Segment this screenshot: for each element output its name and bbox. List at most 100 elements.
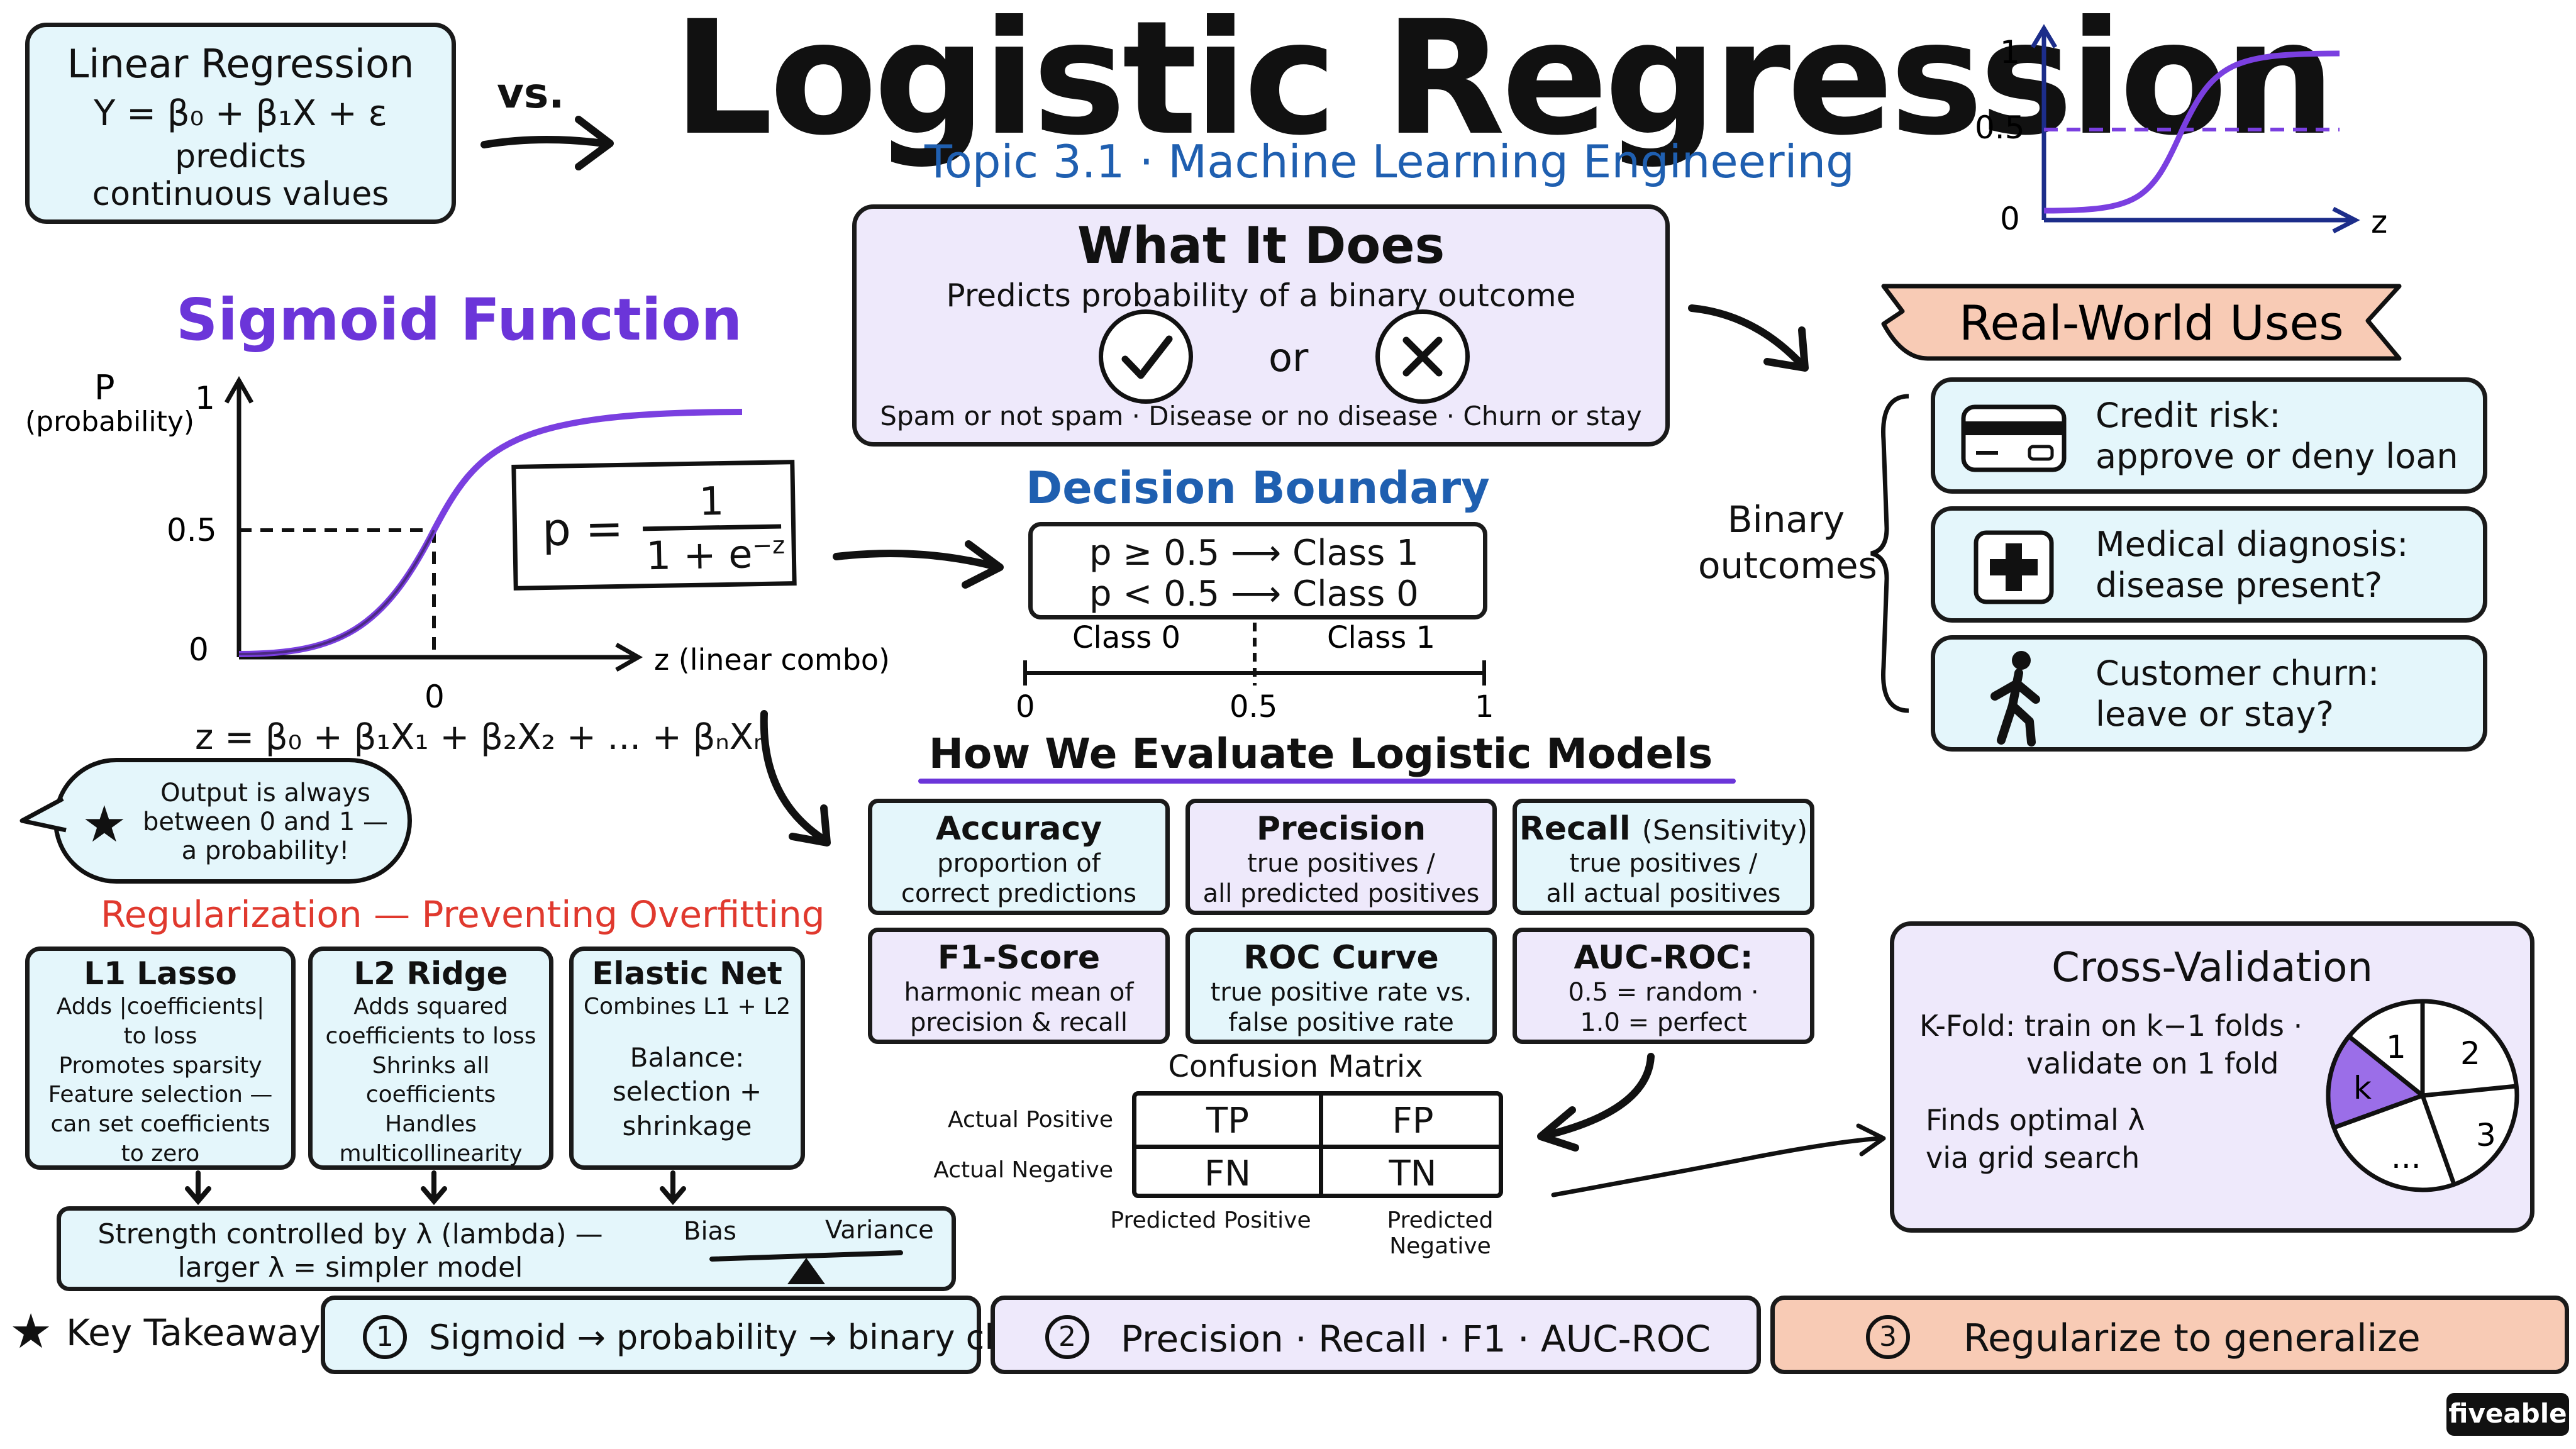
metric-auc-title: AUC-ROC: (1574, 939, 1753, 977)
metric-auc-line2: 1.0 = perfect (1580, 1008, 1747, 1037)
sigmoid-y-tick-0: 0 (189, 631, 209, 668)
reg-l1-line4: Feature selection — (48, 1082, 273, 1108)
mini-y-top: 1 (2000, 34, 2020, 70)
cross-icon (1375, 309, 1470, 404)
use-medical-line2: disease present? (2096, 565, 2383, 605)
evaluate-underline (918, 779, 1736, 784)
sigmoid-title: Sigmoid Function (176, 286, 743, 353)
metric-recall: Recall (Sensitivity) true positives / al… (1513, 799, 1814, 915)
use-churn-line2: leave or stay? (2096, 694, 2334, 734)
bias-label: Bias (684, 1217, 736, 1246)
z-equation: z = β₀ + β₁X₁ + β₂X₂ + ... + βₙXₙ (195, 717, 768, 758)
metric-auc: AUC-ROC: 0.5 = random · 1.0 = perfect (1513, 928, 1814, 1044)
metric-accuracy-line2: correct predictions (901, 879, 1137, 908)
use-credit-risk: Credit risk: approve or deny loan (1931, 377, 2487, 494)
reg-l1-line6: to zero (121, 1140, 200, 1167)
evaluate-title: How We Evaluate Logistic Models (928, 730, 1713, 778)
takeaway-2: 2 Precision · Recall · F1 · AUC-ROC (991, 1296, 1761, 1374)
reg-elastic-net: Elastic Net Combines L1 + L2 Balance: se… (569, 947, 805, 1170)
metric-f1-line1: harmonic mean of (904, 977, 1134, 1007)
reg-l1-title: L1 Lasso (84, 955, 237, 992)
formula-p: p = (541, 501, 624, 557)
metric-accuracy-title: Accuracy (935, 810, 1102, 848)
binary-label-2: outcomes (1698, 543, 1877, 587)
binary-label-1: Binary (1727, 498, 1845, 541)
bubble-tail (19, 796, 67, 833)
key-takeaways-label: Key Takeaways (66, 1311, 340, 1354)
medical-cross-icon (1974, 530, 2054, 604)
metric-precision-title: Precision (1256, 810, 1426, 848)
metric-recall-title: Recall (1519, 810, 1631, 848)
sigmoid-chart: P (probability) 1 0.5 0 0 z (linear comb… (25, 368, 890, 715)
page-subtitle: Topic 3.1 · Machine Learning Engineering (924, 135, 1855, 188)
metric-precision-line1: true positives / (1247, 848, 1435, 878)
metric-recall-extra: (Sensitivity) (1641, 814, 1808, 847)
use-medical-diagnosis: Medical diagnosis: disease present? (1931, 506, 2487, 623)
reg-l2-line3: Shrinks all (372, 1052, 490, 1079)
mini-y-mid: 0.5 (1975, 109, 2025, 146)
what-it-does-examples: Spam or not spam · Disease or no disease… (880, 401, 1642, 431)
decision-number-line: Class 0 Class 1 0 0.5 1 (1016, 623, 1494, 724)
reg-l1-line1: Adds |coefficients| (56, 994, 265, 1019)
star-icon: ★ (9, 1303, 53, 1359)
metric-roc-line1: true positive rate vs. (1210, 977, 1472, 1007)
note-line1: Output is always (160, 779, 370, 808)
fold-label-1: 1 (2386, 1029, 2406, 1065)
confusion-matrix-grid: TP FP FN TN (1132, 1091, 1503, 1198)
credit-card-icon (1961, 404, 2067, 472)
kfold-pie-chart: 1 2 3 ... k (2326, 999, 2519, 1192)
decision-boundary-title: Decision Boundary (1026, 462, 1490, 514)
formula-numerator: 1 (698, 478, 724, 525)
lambda-line2: larger λ = simpler model (177, 1251, 523, 1284)
use-credit-line1: Credit risk: (2096, 396, 2281, 435)
confusion-cell-fp: FP (1392, 1101, 1434, 1141)
reg-l2-ridge: L2 Ridge Adds squared coefficients to lo… (308, 947, 553, 1170)
vs-arrow (480, 116, 614, 170)
metric-auc-line1: 0.5 = random · (1568, 977, 1759, 1007)
use-medical-line1: Medical diagnosis: (2096, 525, 2409, 564)
boundary-tick-05: 0.5 (1230, 689, 1277, 724)
linear-regression-box: Linear Regression Y = β₀ + β₁X + ε predi… (25, 23, 456, 224)
decision-rule-2: p < 0.5 ⟶ Class 0 (1089, 574, 1419, 614)
arrow-formula-to-boundary (833, 540, 1004, 589)
linear-regression-line1: predicts (175, 138, 306, 175)
confusion-cell-tp: TP (1206, 1101, 1249, 1141)
reg-l2-line5: Handles (385, 1111, 477, 1138)
reg-l1-line5: can set coefficients (50, 1111, 270, 1138)
use-credit-line2: approve or deny loan (2096, 436, 2458, 476)
metric-roc: ROC Curve true positive rate vs. false p… (1185, 928, 1497, 1044)
reg-elastic-line3: Balance: (630, 1041, 745, 1073)
reg-l1-line2: to loss (123, 1023, 197, 1049)
fold-label-3: 3 (2476, 1117, 2496, 1153)
cross-validation-box: Cross-Validation K-Fold: train on k−1 fo… (1890, 921, 2534, 1233)
linear-regression-formula: Y = β₀ + β₁X + ε (94, 93, 387, 134)
reg-down-arrows (185, 1170, 686, 1206)
star-icon: ★ (82, 795, 127, 853)
arrow-to-real-world (1688, 304, 1809, 372)
metric-accuracy: Accuracy proportion of correct predictio… (868, 799, 1170, 915)
arrow-to-cross-validation (1551, 1123, 1886, 1197)
output-note-bubble: ★ Output is always between 0 and 1 — a p… (53, 758, 412, 884)
reg-l2-line6: multicollinearity (339, 1140, 523, 1167)
metric-precision-line2: all predicted positives (1202, 879, 1480, 908)
binary-brace (1870, 394, 1909, 713)
what-it-does-desc: Predicts probability of a binary outcome (946, 277, 1576, 314)
arrow-sigmoid-to-evaluate (760, 710, 831, 847)
sigmoid-x-tick-0: 0 (425, 679, 445, 715)
mini-y-zero: 0 (2000, 201, 2020, 237)
formula-exponent: −z (752, 531, 786, 560)
metric-accuracy-line1: proportion of (937, 848, 1101, 878)
takeaway-3: 3 Regularize to generalize (1770, 1296, 2569, 1374)
vs-label: vs. (497, 69, 565, 118)
fold-label-2: 2 (2460, 1035, 2480, 1072)
sigmoid-y-label-sub: (probability) (25, 406, 194, 438)
takeaway-1-number: 1 (363, 1315, 407, 1359)
cv-line1: K-Fold: train on k−1 folds · (1919, 1009, 2303, 1043)
cv-line2: validate on 1 fold (2026, 1046, 2279, 1080)
sigmoid-y-tick-1: 1 (195, 380, 215, 416)
variance-label: Variance (825, 1216, 934, 1245)
confusion-cell-tn: TN (1389, 1153, 1437, 1194)
cv-line4: via grid search (1926, 1140, 2140, 1175)
cross-validation-title: Cross-Validation (2051, 945, 2373, 991)
what-it-does-title: What It Does (1077, 216, 1445, 275)
